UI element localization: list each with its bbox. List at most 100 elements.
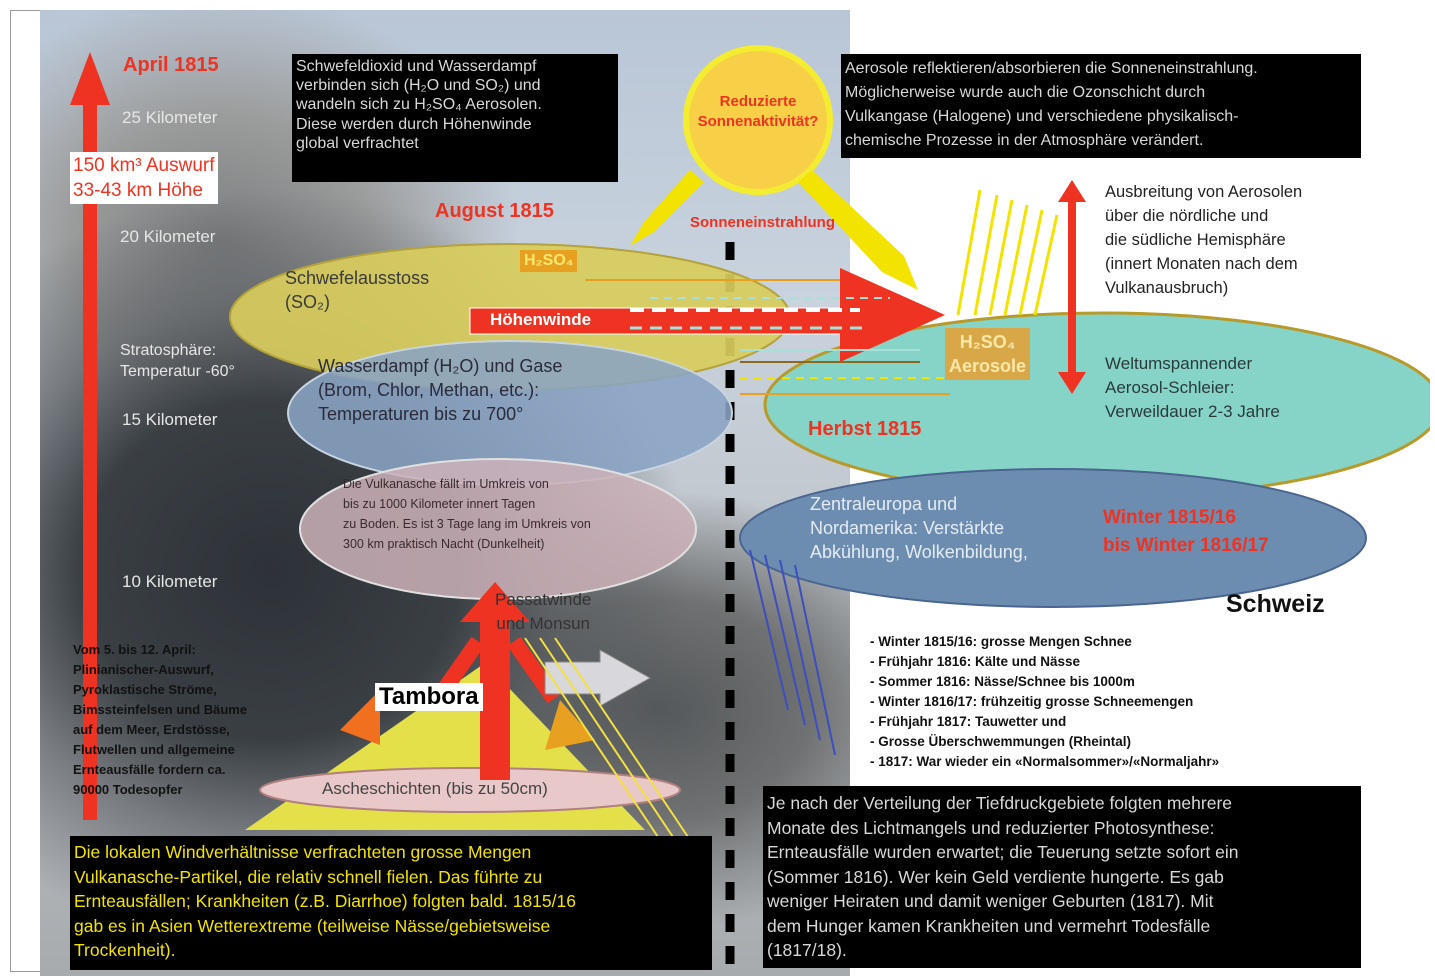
sun-circle (683, 45, 833, 195)
text-line: Vulkanausbruch) (1105, 279, 1229, 297)
stratosphere-temp: Temperatur -60° (120, 363, 235, 380)
aerosole-word: Aerosole (949, 356, 1027, 376)
text-line: Aerosol-Schleier: (1105, 378, 1235, 397)
schwefel-label: Schwefelausstoss (SO₂) (285, 266, 429, 314)
volcanic-ash-text: Die Vulkanasche fällt im Umkreis von bis… (343, 474, 591, 554)
eruption-volume-label: 150 km³ Auswurf (73, 155, 215, 176)
stratosphere-title: Stratosphäre: (120, 342, 217, 359)
text-line: verbinden sich (H₂O und SO₂) und (296, 77, 541, 95)
text-line: Zentraleuropa und (810, 494, 958, 514)
aerosole-formula: H₂SO₄ (959, 332, 1016, 352)
aerosole-tag: H₂SO₄ Aerosole (945, 328, 1031, 380)
km25-label: 25 Kilometer (122, 108, 218, 127)
text-line: Möglicherweise wurde auch die Ozonschich… (845, 84, 1206, 101)
list-item: - Winter 1815/16: grosse Mengen Schnee (870, 634, 1132, 649)
text-line: Trockenheit). (74, 940, 176, 960)
km20-label: 20 Kilometer (120, 227, 216, 246)
text-line: Diese werden durch Höhenwinde (296, 115, 532, 133)
europe-cooling-oval (739, 468, 1367, 608)
event-line: Bimssteinfelsen und Bäume (73, 702, 248, 717)
list-item: - Frühjahr 1817: Tauwetter und (870, 714, 1067, 729)
aerosol-reflection-textbox: Aerosole reflektieren/absorbieren die So… (841, 54, 1361, 158)
list-item: - Frühjahr 1816: Kälte und Nässe (870, 654, 1081, 669)
text-line: Schwefeldioxid und Wasserdampf (296, 58, 537, 75)
aerosol-spread-text: Ausbreitung von Aerosolen über die nördl… (1105, 180, 1302, 300)
text-line: Ernteausfälle wurden erwartet; die Teuer… (767, 842, 1239, 862)
event-line: Vom 5. bis 12. April: (73, 642, 196, 657)
text-line: über die nördliche und (1105, 207, 1269, 225)
local-winds-textbox: Die lokalen Windverhältnisse verfrachtet… (70, 836, 712, 970)
event-line: auf dem Meer, Erdstösse, (73, 722, 230, 737)
passat-label: Passatwinde und Monsun (495, 588, 591, 636)
sonneneinstrahlung-label: Sonneneinstrahlung (690, 214, 836, 231)
event-line: Ernteausfälle fordern ca. (73, 762, 226, 777)
stratosphere-label: Stratosphäre: Temperatur -60° (120, 340, 235, 382)
diagram-graphics (70, 45, 1430, 976)
text-line: Weltumspannender (1105, 354, 1253, 373)
text-line: Monate des Lichtmangels und reduzierter … (767, 817, 1215, 838)
reflection-rays (956, 189, 1059, 316)
sun-text: Reduzierte Sonnenaktivität? (668, 92, 848, 132)
hoehenwinde-arrow (469, 268, 945, 362)
text-line: Ernteausfällen; Krankheiten (z.B. Diarrh… (74, 891, 576, 911)
ash-layer-label: Ascheschichten (bis zu 50cm) (322, 779, 548, 798)
list-item: - 1817: War wieder ein «Normalsommer»/«N… (870, 754, 1220, 769)
cooling-rays (749, 549, 836, 756)
text-line: die südliche Hemisphäre (1105, 231, 1286, 249)
text-line: Vulkanasche-Partikel, die relativ schnel… (74, 866, 543, 887)
text-line: chemische Prozesse in der Atmosphäre ver… (845, 132, 1204, 149)
water-vapour-text: Wasserdampf (H₂O) und Gase (Brom, Chlor,… (318, 354, 562, 426)
text-line: Je nach der Verteilung der Tiefdruckgebi… (767, 793, 1233, 813)
text-line: (Sommer 1816). Wer kein Geld verdiente h… (767, 866, 1224, 887)
event-line: Pyroklastische Ströme, (73, 682, 217, 697)
famine-textbox: Je nach der Verteilung der Tiefdruckgebi… (763, 786, 1361, 968)
list-item: - Grosse Überschwemmungen (Rheintal) (870, 734, 1132, 749)
sun-text-line1: Reduzierte (719, 93, 797, 110)
text-line: wandeln sich zu H₂SO₄ Aerosolen. (296, 96, 542, 114)
sun-text-line2: Sonnenaktivität? (697, 113, 819, 130)
schwefel-title: Schwefelausstoss (285, 268, 430, 288)
herbst-label: Herbst 1815 (808, 418, 922, 440)
diagram-canvas: April 1815 25 Kilometer 150 km³ Auswurf … (40, 10, 1430, 976)
winter-start: Winter 1815/16 (1103, 507, 1236, 528)
list-item: - Sommer 1816: Nässe/Schnee bis 1000m (870, 674, 1135, 689)
h2so4-tag: H₂SO₄ (520, 250, 578, 272)
text-line: gab es in Asien Wetterextreme (teilweise… (74, 915, 551, 936)
eruption-height-label: 33-43 km Höhe (73, 180, 203, 201)
eruption-arrows (340, 582, 595, 780)
text-line: Aerosole reflektieren/absorbieren die So… (845, 60, 1258, 77)
text-line: Die Vulkanasche fällt im Umkreis von (343, 477, 549, 491)
passat-title: Passatwinde (495, 590, 592, 609)
text-line: weniger Heiraten und damit weniger Gebur… (767, 891, 1214, 911)
april-label: April 1815 (123, 54, 219, 76)
aerosol-veil-text: Weltumspannender Aerosol-Schleier: Verwe… (1105, 352, 1280, 424)
event-line: 90000 Todesopfer (73, 782, 183, 797)
sulfur-water-textbox: Schwefeldioxid und Wasserdampf verbinden… (292, 54, 618, 182)
event-line: Plinianischer-Auswurf, (73, 662, 214, 677)
text-line: Ausbreitung von Aerosolen (1105, 183, 1303, 201)
eruption-volume-box: 150 km³ Auswurf 33-43 km Höhe (70, 152, 218, 204)
km15-label: 15 Kilometer (122, 410, 218, 429)
spread-arrow (1058, 180, 1086, 394)
text-line: Nordamerika: Verstärkte (810, 518, 1005, 538)
text-line: (1817/18). (767, 940, 847, 960)
text-line: (Brom, Chlor, Methan, etc.): (318, 380, 540, 400)
text-line: (innert Monaten nach dem (1105, 255, 1298, 273)
passat-subtitle: und Monsun (496, 614, 590, 633)
km10-label: 10 Kilometer (122, 572, 218, 591)
hoehenwinde-label: Höhenwinde (490, 310, 592, 329)
text-line: Vulkangase (Halogene) und verschiedene p… (845, 108, 1239, 125)
text-line: 300 km praktisch Nacht (Dunkelheit) (343, 537, 545, 551)
text-line: Abkühlung, Wolkenbildung, (810, 542, 1028, 562)
text-line: Die lokalen Windverhältnisse verfrachtet… (74, 842, 532, 862)
schweiz-heading: Schweiz (1226, 590, 1325, 618)
sun-rays (630, 170, 918, 290)
winter-end: bis Winter 1816/17 (1103, 535, 1269, 556)
winter-period-label: Winter 1815/16 bis Winter 1816/17 (1103, 504, 1269, 560)
eruption-events-list: Vom 5. bis 12. April: Plinianischer-Ausw… (73, 640, 247, 800)
text-line: bis zu 1000 Kilometer innert Tagen (343, 497, 536, 511)
event-line: Flutwellen und allgemeine (73, 742, 235, 757)
schweiz-event-list: - Winter 1815/16: grosse Mengen Schnee -… (870, 632, 1219, 772)
wind-lines (585, 279, 950, 395)
text-line: zu Boden. Es ist 3 Tage lang im Umkreis … (343, 517, 591, 531)
